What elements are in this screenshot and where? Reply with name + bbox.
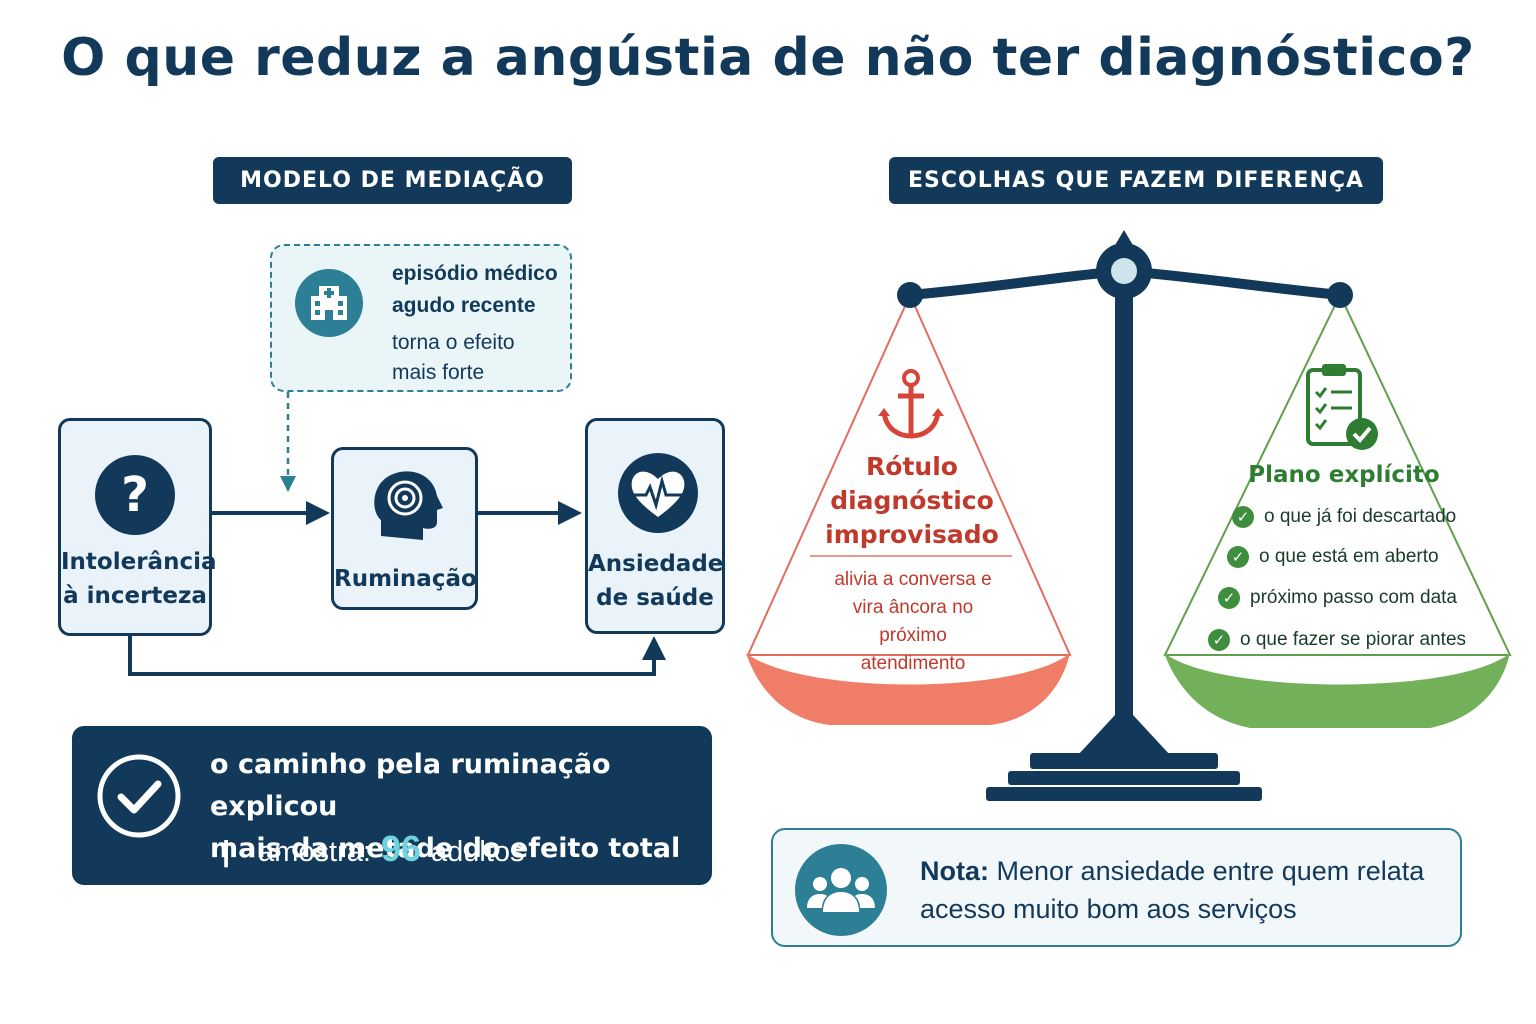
check-icon: ✓	[1227, 546, 1249, 568]
plan-item-text: próximo passo com data	[1250, 587, 1457, 608]
left-pan-text: alivia a conversa e vira âncora no próxi…	[834, 569, 992, 674]
moderator-effect: torna o efeito mais forte	[392, 331, 515, 384]
sample-unit: adultos	[431, 836, 525, 868]
node-rumination: Ruminação	[331, 447, 478, 610]
heart-pulse-icon	[618, 453, 698, 533]
balance-scale	[746, 230, 1512, 801]
svg-text:?: ?	[121, 467, 149, 523]
note-text: Menor ansiedade entre quem relata	[996, 856, 1425, 886]
node-intolerance: ? Intolerância à incerteza	[58, 418, 217, 636]
note-label: Nota:	[920, 856, 989, 886]
mediation-model-header: MODELO DE MEDIAÇÃO	[213, 157, 572, 204]
choices-header: ESCOLHAS QUE FAZEM DIFERENÇA	[889, 157, 1383, 204]
check-icon: ✓	[1208, 629, 1230, 651]
arrow-direct-effect	[128, 636, 656, 676]
plan-item-text: o que já foi descartado	[1264, 506, 1457, 527]
left-pan-title: Rótulo diagnóstico improvisado	[825, 452, 999, 549]
sample-label: amostra:	[258, 836, 371, 868]
mediation-arrows	[128, 392, 666, 676]
question-icon: ?	[95, 455, 175, 535]
head-rumination-icon	[374, 471, 443, 540]
plan-item-text: o que está em aberto	[1259, 546, 1439, 567]
note-box: Nota: Menor ansiedade entre quem relata …	[771, 828, 1462, 947]
left-pan-strings	[746, 292, 1072, 656]
plan-item: ✓ próximo passo com data	[1218, 587, 1457, 609]
right-pan-bowl	[1164, 653, 1510, 728]
result-box: o caminho pela ruminação explicou mais d…	[72, 726, 712, 885]
scale-post	[1115, 245, 1133, 735]
note-line-1: Nota: Menor ansiedade entre quem relata	[920, 852, 1424, 890]
hospital-icon	[295, 269, 363, 337]
sample-line: | amostra: 96 adultos	[222, 828, 525, 870]
moderator-box: episódio médico agudo recente torna o ef…	[270, 244, 572, 392]
left-pan-bowl	[746, 653, 1070, 725]
left-pan-divider	[810, 555, 1012, 557]
node-rumination-label: Ruminação	[334, 566, 477, 592]
right-pan-title: Plano explícito	[1248, 462, 1440, 488]
right-pan-strings	[1163, 292, 1512, 656]
note-line-2: acesso muito bom aos serviços	[920, 894, 1297, 924]
anchor-icon	[878, 369, 944, 439]
sample-value: 96	[380, 828, 421, 869]
plan-item: ✓ o que fazer se piorar antes	[1208, 629, 1466, 651]
clipboard-check-icon	[1306, 364, 1378, 450]
plan-item-text: o que fazer se piorar antes	[1240, 629, 1467, 650]
check-circle-icon	[97, 754, 181, 838]
plan-item: ✓ o que está em aberto	[1227, 546, 1439, 568]
result-text: o caminho pela ruminação explicou mais d…	[210, 749, 681, 864]
moderator-condition: episódio médico agudo recente	[392, 262, 558, 317]
people-icon	[795, 844, 887, 936]
check-icon: ✓	[1232, 506, 1254, 528]
sample-separator: |	[222, 836, 231, 868]
check-icon: ✓	[1218, 587, 1240, 609]
node-anxiety-label: Ansiedade de saúde	[588, 551, 724, 611]
page-title: O que reduz a angústia de não ter diagnó…	[61, 28, 1475, 88]
node-anxiety: Ansiedade de saúde	[585, 418, 725, 634]
node-intolerance-label: Intolerância à incerteza	[61, 549, 217, 609]
plan-item: ✓ o que já foi descartado	[1232, 506, 1456, 528]
